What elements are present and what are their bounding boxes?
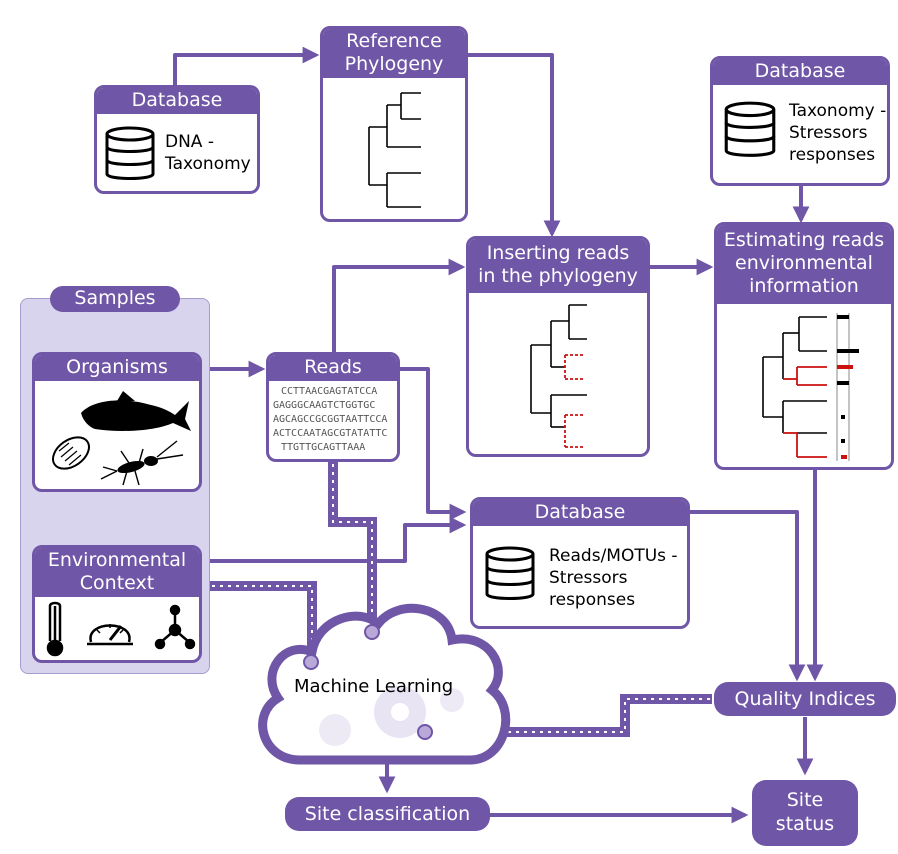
database-dna-taxonomy-node: Database DNA - Taxonomy [94, 85, 260, 194]
arrow-reads-to-inserting [332, 258, 466, 355]
node-text-line-1: Reads/MOTUs - [549, 546, 678, 566]
molecule-icon [154, 604, 196, 650]
node-header: Database [473, 500, 687, 526]
phylogenetic-tree-with-traits [762, 313, 859, 461]
sequence-line: TTGTTGCAGTTAAA [281, 442, 366, 453]
database-reads-motus-node: Database Reads/MOTUs - Stressors respons… [470, 497, 690, 629]
machine-learning-label: Machine Learning [294, 676, 454, 697]
arrow-phylogeny-to-inserting [468, 53, 561, 238]
node-text-line-1: DNA - [165, 132, 214, 152]
organism-icons [51, 391, 191, 486]
sequence-line: ACTCCAATAGCGTATATTC [273, 428, 388, 439]
fish-icon [81, 391, 191, 431]
arrow-reads-to-database [400, 367, 467, 521]
cloud-gears-icon [258, 603, 511, 765]
dashed-reads-to-ml [328, 462, 377, 632]
sequence-line: CCTTAACGAGTATCCA [281, 386, 378, 397]
arrow-database-to-phylogeny [173, 46, 320, 87]
node-text-line-3: responses [789, 145, 876, 165]
site-classification-node: Site classification [285, 797, 490, 831]
database-icon [485, 546, 535, 600]
node-header: Organisms [35, 355, 199, 381]
sequence-line: GAGGGCAAGTCTGGTGC [273, 400, 376, 411]
sequence-line: AGCAGCCGCGGTAATTCCA [273, 414, 388, 425]
samples-label: Samples [50, 286, 180, 312]
node-header: Database [713, 59, 887, 85]
node-header: Database [97, 88, 257, 114]
thermometer-icon [46, 601, 64, 657]
node-text-line-3: responses [549, 590, 636, 610]
node-text-line-1: Taxonomy - [789, 101, 887, 121]
node-text-line-2: Stressors [549, 568, 628, 588]
phylogenetic-tree [368, 92, 421, 208]
arrow-database-to-quality [690, 510, 806, 682]
phylogenetic-tree-with-inserted-reads [530, 304, 587, 448]
arrow-env-to-database [202, 516, 467, 563]
node-header: Reads [269, 355, 397, 381]
reads-node: Reads CCTTAACGAGTATCCA GAGGGCAAGTCTGGTGC… [266, 352, 400, 462]
database-icon [105, 126, 155, 180]
database-icon [724, 101, 776, 157]
organisms-node: Organisms [32, 352, 202, 492]
quality-indices-node: Quality Indices [714, 682, 896, 716]
database-taxonomy-stressors-node: Database Taxonomy - Stressors responses [710, 56, 890, 186]
insect-larva-icon [100, 440, 184, 486]
environment-icons [46, 601, 196, 657]
node-text-line-2: Taxonomy [165, 154, 251, 174]
diatom-icon [51, 436, 91, 470]
node-text-line-2: Stressors [789, 123, 868, 143]
gauge-icon [87, 624, 133, 646]
